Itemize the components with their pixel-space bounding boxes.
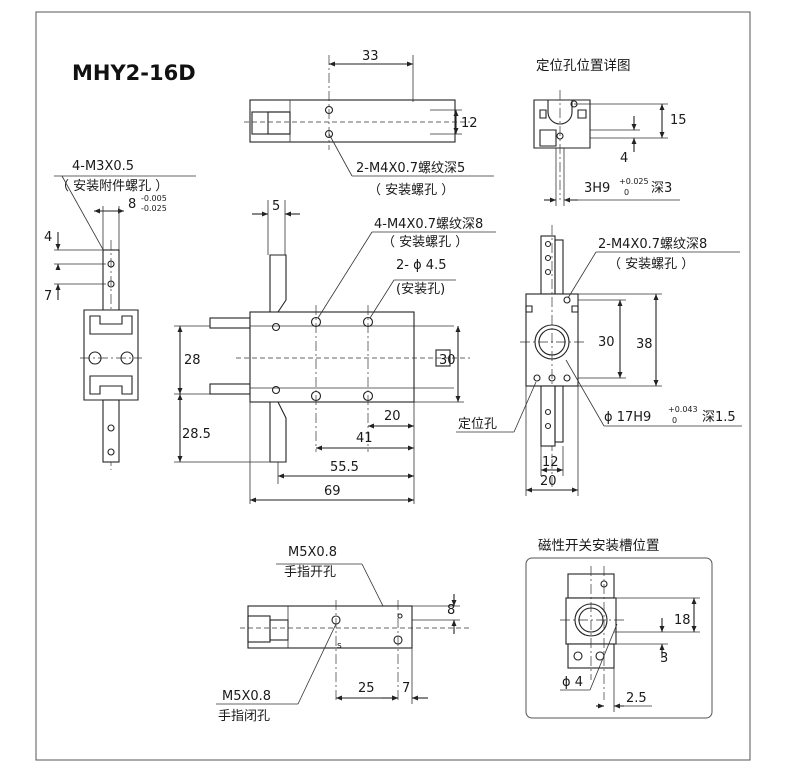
right-dim-12: 12: [542, 455, 559, 470]
side-thread-note: 4-M3X0.5: [72, 159, 134, 174]
locating-detail-heading: 定位孔位置详图: [536, 58, 631, 74]
bottom-close-purpose: 手指闭孔: [218, 709, 270, 724]
side-view: 4-M3X0.5 （ 安装附件螺孔 ） 8 -0.005 -0.025 4 7: [44, 159, 196, 470]
locating-dim-15: 15: [670, 113, 687, 128]
sensor-slot-panel: [525, 557, 713, 719]
right-bore-tol-upper: +0.043: [668, 405, 698, 414]
right-bore-depth: 深1.5: [702, 410, 736, 425]
locating-detail-view: 定位孔位置详图 15 4 3H9 +0.025 0 深3: [533, 58, 687, 206]
right-dim-20: 20: [540, 474, 557, 489]
front-view: 5 4-M4X0.7螺纹深8 （ 安装螺孔 ） 2- ϕ 4.5 (安装孔): [174, 199, 496, 504]
front-dim-20: 20: [384, 409, 401, 424]
top-dim-width: 33: [362, 49, 379, 64]
front-dim-69: 69: [324, 484, 341, 499]
locating-fit-note: 3H9: [584, 181, 610, 196]
bottom-mark-s: s: [337, 641, 342, 651]
locating-fit-tol-lower: 0: [624, 188, 629, 197]
bottom-dim-25: 25: [358, 681, 375, 696]
front-thread-purpose: （ 安装螺孔 ）: [382, 235, 468, 250]
side-dim-a: 4: [44, 230, 52, 245]
side-slot-tol-lower: -0.025: [141, 204, 167, 213]
drawing-frame: [35, 11, 751, 761]
sensor-slot-heading: 磁性开关安装槽位置: [538, 538, 660, 554]
front-dim-30: 30: [439, 353, 456, 368]
sensor-slot-view: 磁性开关安装槽位置 18 3 ϕ 4 2.5: [525, 538, 713, 719]
front-hole-purpose: (安装孔): [396, 282, 445, 297]
side-dim-b: 7: [44, 289, 52, 304]
sensor-dim-phi4: ϕ 4: [562, 675, 583, 690]
front-dim-finger: 5: [272, 199, 280, 214]
front-dim-28: 28: [184, 353, 201, 368]
bottom-close-note: M5X0.8: [222, 689, 271, 704]
sensor-dim-2-5: 2.5: [626, 691, 647, 706]
locating-fit-tol-upper: +0.025: [619, 177, 649, 186]
front-thread-note: 4-M4X0.7螺纹深8: [374, 217, 483, 232]
side-slot-dim: 8: [128, 197, 136, 212]
right-bore-note: ϕ 17H9: [604, 410, 651, 425]
right-dim-30: 30: [598, 335, 615, 350]
front-hole-note: 2- ϕ 4.5: [396, 258, 446, 273]
bottom-dim-8: 8: [447, 603, 455, 618]
locating-fit-depth: 深3: [651, 181, 672, 196]
top-thread-note: 2-M4X0.7螺纹深5: [356, 161, 465, 176]
top-thread-purpose: （ 安装螺孔 ）: [368, 183, 454, 198]
front-dim-41: 41: [356, 431, 373, 446]
right-bore-tol-lower: 0: [672, 416, 677, 425]
right-thread-purpose: （ 安装螺孔 ）: [608, 257, 694, 272]
top-dim-height: 12: [461, 116, 478, 131]
right-view: 2-M4X0.7螺纹深8 （ 安装螺孔 ） 30 38 定位孔 ϕ 17H9 +…: [456, 225, 742, 496]
side-slot-tol-upper: -0.005: [141, 194, 167, 203]
sensor-dim-18: 18: [674, 613, 691, 628]
bottom-open-note: M5X0.8: [288, 545, 337, 560]
model-title: MHY2-16D: [72, 61, 196, 85]
front-dim-28-5: 28.5: [182, 427, 211, 442]
side-thread-purpose: （ 安装附件螺孔 ）: [56, 179, 168, 194]
right-thread-note: 2-M4X0.7螺纹深8: [598, 237, 707, 252]
bottom-view: M5X0.8 手指开孔 s 8 25 7 M5X0.8 手指闭孔: [216, 545, 470, 724]
sensor-dim-3: 3: [660, 651, 668, 666]
right-locating-note: 定位孔: [458, 417, 497, 432]
right-dim-38: 38: [636, 337, 653, 352]
locating-dim-4: 4: [620, 151, 628, 166]
front-dim-55-5: 55.5: [330, 460, 359, 475]
bottom-dim-7: 7: [402, 681, 410, 696]
top-view: 33 12 2-M4X0.7螺纹深5 （ 安装螺孔 ）: [244, 49, 494, 198]
bottom-open-purpose: 手指开孔: [284, 565, 336, 580]
